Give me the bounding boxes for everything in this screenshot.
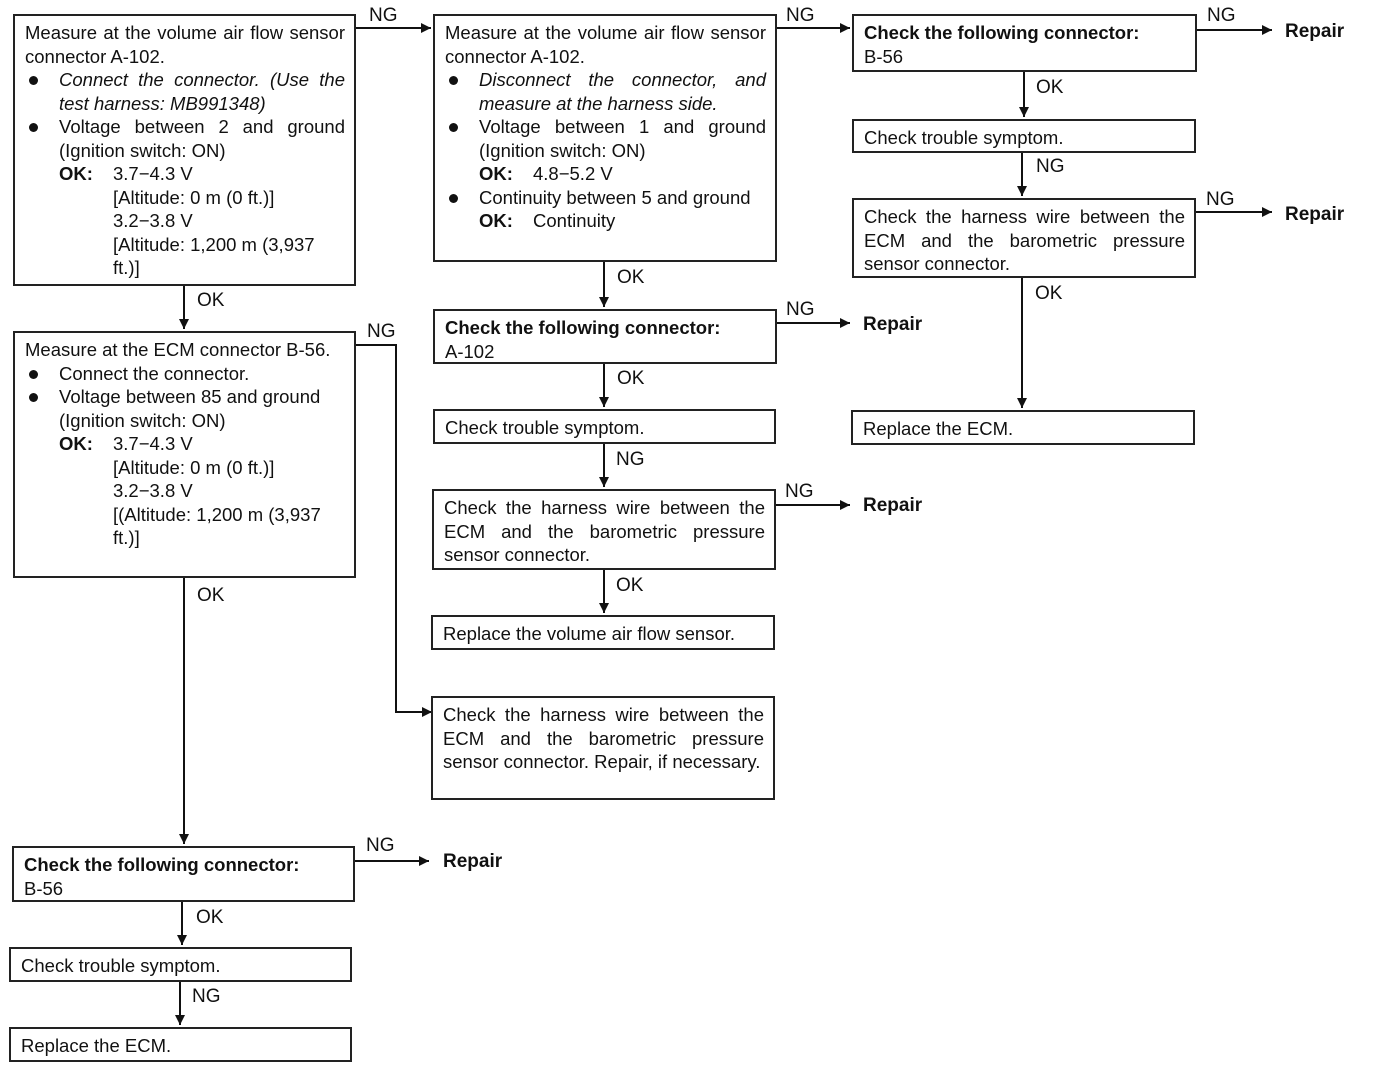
ok-label: OK — [617, 368, 645, 389]
repair-label: Repair — [863, 314, 923, 335]
ng-label: NG — [786, 5, 815, 26]
ng-label: NG — [785, 481, 814, 502]
connector-id: B-56 — [864, 45, 904, 67]
step-title: Check the following connector: — [445, 317, 721, 338]
step-replace-vaf-sensor: Replace the volume air flow sensor. — [431, 615, 775, 650]
step-title: Measure at the ECM connector B-56. — [25, 339, 331, 360]
connector-id: B-56 — [24, 877, 64, 899]
altitude-note: [(Altitude: 1,200 m (3,937 ft.)] — [113, 503, 321, 549]
altitude-note: [Altitude: 0 m (0 ft.)] — [113, 456, 275, 478]
ok-criteria: OK:4.8−5.2 V — [479, 163, 613, 184]
step-replace-ecm: Replace the ECM. — [9, 1027, 352, 1062]
ng-label: NG — [369, 5, 398, 26]
bullet-item: Connect the connector. (Use the test har… — [25, 68, 345, 115]
step-text: Check the harness wire between the ECM a… — [443, 704, 764, 772]
step-title: Measure at the volume air flow sensor co… — [25, 22, 345, 67]
step-check-trouble-symptom: Check trouble symptom. — [433, 409, 776, 444]
repair-label: Repair — [863, 495, 923, 516]
step-check-trouble-symptom: Check trouble symptom. — [9, 947, 352, 982]
ok-label: OK — [617, 267, 645, 288]
ok-criteria: OK:3.7−4.3 V — [59, 163, 193, 184]
ok-value: 3.2−3.8 V — [113, 210, 193, 231]
step-title: Measure at the volume air flow sensor co… — [445, 22, 766, 67]
ok-label: OK — [1035, 283, 1063, 304]
step-text: Replace the ECM. — [863, 418, 1014, 439]
step-check-connector-a102: Check the following connector: A-102 — [433, 309, 777, 364]
bullet-item: Connect the connector. — [25, 362, 345, 386]
step-check-connector-b56: Check the following connector: B-56 — [12, 846, 355, 902]
step-check-harness-wire: Check the harness wire between the ECM a… — [432, 489, 776, 570]
arrow-box2-to-box11 — [356, 344, 432, 717]
step-title: Check the following connector: — [24, 854, 300, 875]
step-text: Check trouble symptom. — [864, 127, 1064, 148]
step-text: Check the harness wire between the ECM a… — [444, 497, 765, 565]
step-replace-ecm: Replace the ECM. — [851, 410, 1195, 445]
step-title: Check the following connector: — [864, 22, 1140, 43]
altitude-note: [Altitude: 1,200 m (3,937 ft.)] — [113, 233, 315, 279]
step-text: Replace the ECM. — [21, 1035, 172, 1056]
ok-criteria: OK:3.7−4.3 V — [59, 433, 193, 454]
ok-label: OK — [197, 290, 225, 311]
bullet-item: Disconnect the connector, and measure at… — [445, 68, 766, 115]
step-text: Check the harness wire between the ECM a… — [864, 206, 1185, 274]
step-text: Check trouble symptom. — [21, 955, 221, 976]
ok-label: OK — [1036, 77, 1064, 98]
repair-label: Repair — [443, 851, 503, 872]
ng-label: NG — [1036, 156, 1065, 177]
step-measure-vaf-connected: Measure at the volume air flow sensor co… — [13, 14, 356, 286]
ng-label: NG — [786, 299, 815, 320]
bullet-item: Voltage between 85 and ground (Ignition … — [25, 385, 345, 432]
altitude-note: [Altitude: 0 m (0 ft.)] — [113, 186, 275, 208]
ok-criteria: OK:Continuity — [479, 210, 616, 231]
bullet-item: Voltage between 2 and ground (Ignition s… — [25, 115, 345, 162]
repair-label: Repair — [1285, 204, 1345, 225]
step-text: Check trouble symptom. — [445, 417, 645, 438]
connector-id: A-102 — [445, 340, 495, 362]
ng-label: NG — [192, 986, 221, 1007]
ok-label: OK — [197, 585, 225, 606]
ng-label: NG — [367, 321, 396, 342]
ng-label: NG — [1206, 189, 1235, 210]
step-measure-ecm-b56: Measure at the ECM connector B-56. Conne… — [13, 331, 356, 578]
ok-value: 3.2−3.8 V — [113, 480, 193, 501]
ng-label: NG — [616, 449, 645, 470]
step-measure-vaf-disconnected: Measure at the volume air flow sensor co… — [433, 14, 777, 262]
ng-label: NG — [1207, 5, 1236, 26]
step-check-trouble-symptom: Check trouble symptom. — [852, 119, 1196, 153]
ok-label: OK — [616, 575, 644, 596]
repair-label: Repair — [1285, 21, 1345, 42]
step-check-connector-b56-alt: Check the following connector: B-56 — [852, 14, 1197, 72]
ok-label: OK — [196, 907, 224, 928]
step-check-harness-wire: Check the harness wire between the ECM a… — [852, 198, 1196, 278]
step-check-harness-wire-repair: Check the harness wire between the ECM a… — [431, 696, 775, 800]
bullet-item: Continuity between 5 and ground — [445, 186, 766, 210]
ng-label: NG — [366, 835, 395, 856]
step-text: Replace the volume air flow sensor. — [443, 623, 736, 644]
bullet-item: Voltage between 1 and ground (Ignition s… — [445, 115, 766, 162]
